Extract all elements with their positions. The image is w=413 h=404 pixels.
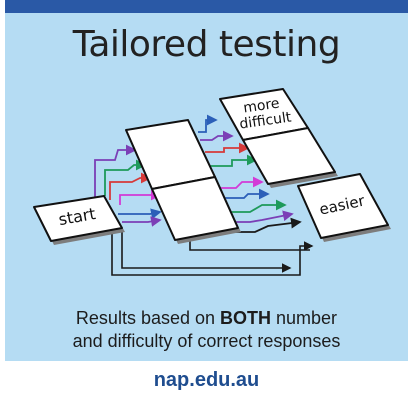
tile-easier: easier xyxy=(297,173,391,242)
tile-stage1-lower xyxy=(151,176,241,244)
caption-line-2: and difficulty of correct responses xyxy=(72,331,341,351)
caption-suffix: number xyxy=(271,308,338,328)
tile-more-label: more xyxy=(242,96,280,117)
caption-prefix: Results based on xyxy=(75,308,221,328)
caption-bold: BOTH xyxy=(220,308,272,328)
tile-difficult-label: difficult xyxy=(238,109,292,132)
diagram-title: Tailored testing xyxy=(72,24,341,65)
tile-stage1-upper xyxy=(125,119,218,193)
footer-url[interactable]: nap.edu.au xyxy=(153,369,260,391)
header-stripe xyxy=(5,0,408,13)
arrow-colored-paths xyxy=(94,114,302,233)
caption-line-1: Results based on BOTH number xyxy=(0,307,413,329)
tile-start: start xyxy=(33,195,125,245)
tile-stage2-middle xyxy=(242,127,338,188)
